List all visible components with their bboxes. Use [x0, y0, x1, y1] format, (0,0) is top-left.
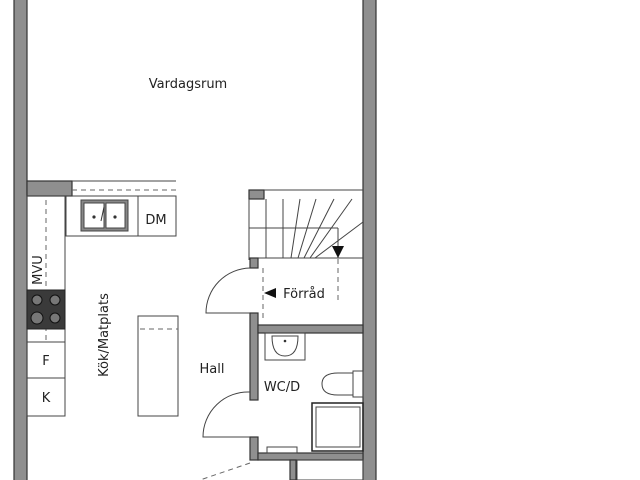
hall-wall-lower	[249, 436, 259, 461]
hall-wall	[249, 312, 259, 401]
label-kitchen-dining: Kök/Matplats	[97, 293, 112, 377]
kitchen-island	[137, 315, 179, 417]
toilet-icon	[321, 370, 364, 398]
label-freezer: K	[42, 391, 51, 406]
shower-icon	[311, 402, 364, 452]
right-outer-wall	[362, 0, 377, 480]
storage-wc-wall	[257, 324, 364, 334]
stove-icon	[26, 289, 66, 330]
washbasin-icon	[264, 332, 306, 361]
label-microwave: MVU	[31, 255, 46, 285]
storage-door	[205, 267, 251, 314]
wc-door	[202, 391, 251, 438]
label-wc: WC/D	[264, 380, 300, 395]
left-outer-wall	[13, 0, 28, 480]
label-hall: Hall	[200, 362, 225, 377]
lower-wall	[289, 459, 297, 480]
label-dishwasher: DM	[145, 213, 166, 228]
lower-room-fixture	[296, 459, 364, 480]
kitchen-partition-wall	[26, 180, 73, 197]
label-fridge: F	[42, 354, 49, 369]
label-storage: Förråd	[283, 287, 325, 302]
storage-arrow-icon	[264, 288, 276, 298]
entrance-door-swing	[199, 462, 251, 480]
radiator	[266, 446, 298, 454]
sink-icon	[80, 199, 129, 232]
label-living-room: Vardagsrum	[149, 77, 227, 92]
upper-counter	[65, 180, 177, 237]
staircase	[248, 189, 364, 300]
wc-bottom-wall	[257, 452, 364, 461]
storage-wall	[249, 257, 259, 269]
